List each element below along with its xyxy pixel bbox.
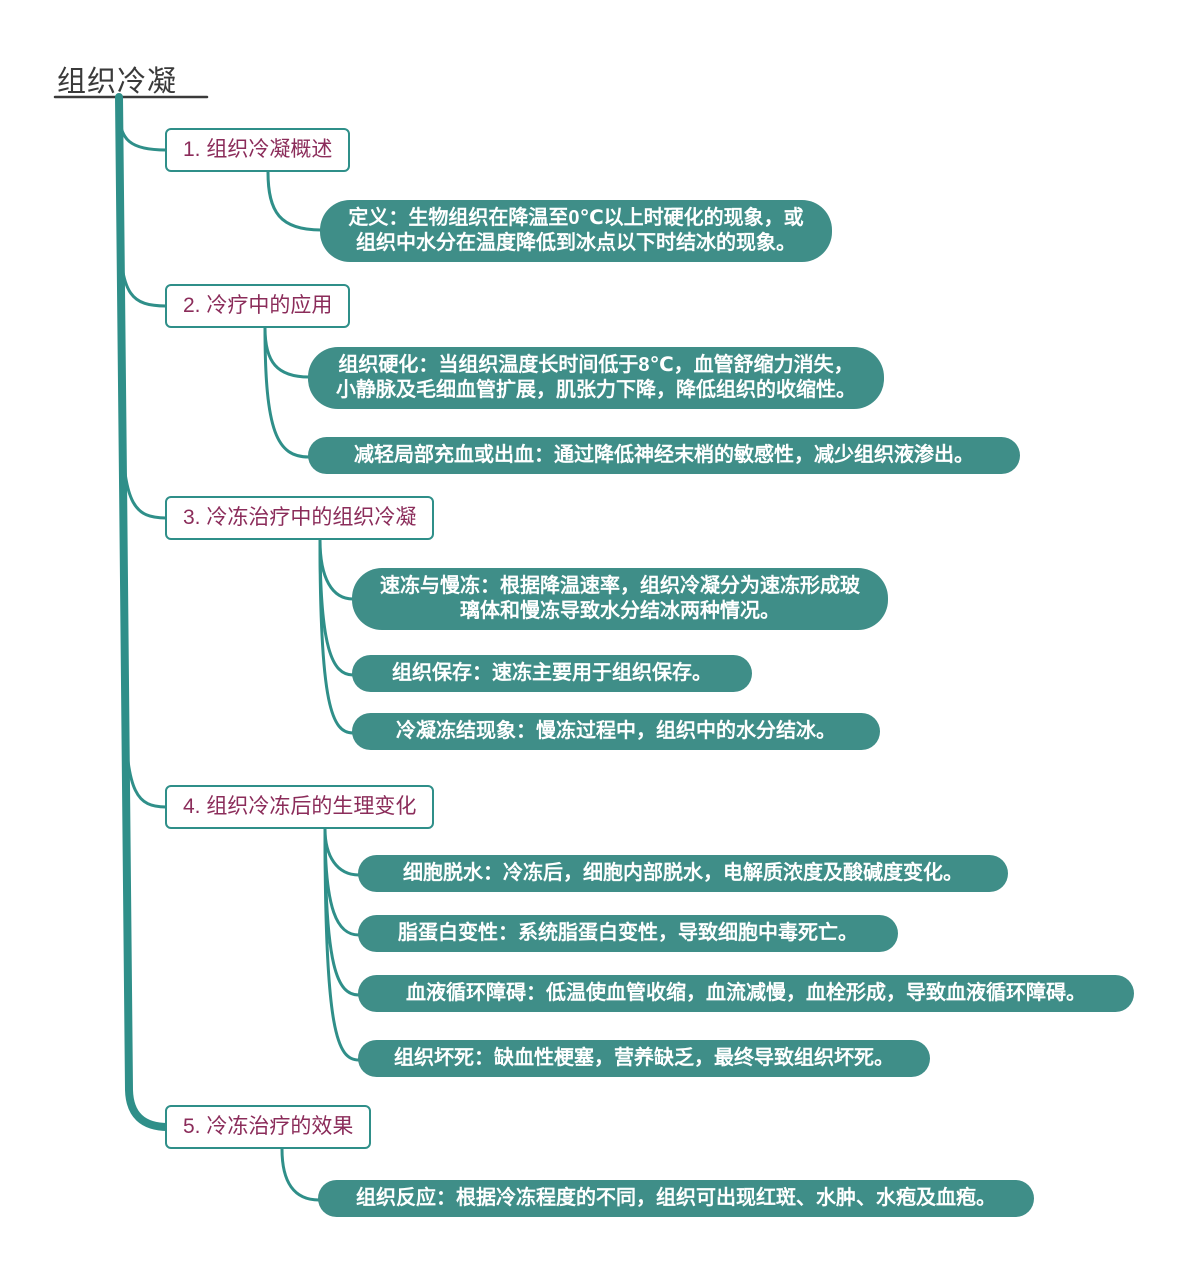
child-node-3-1[interactable]: 速冻与慢冻：根据降温速率，组织冷凝分为速冻形成玻璃体和慢冻导致水分结冰两种情况。 [352,568,888,630]
topic-node-2[interactable]: 2. 冷疗中的应用 [165,284,351,328]
topic-node-3[interactable]: 3. 冷冻治疗中的组织冷凝 [165,496,435,540]
child-node-2-1[interactable]: 组织硬化：当组织温度长时间低于8℃，血管舒缩力消失，小静脉及毛细血管扩展，肌张力… [308,347,884,409]
child-node-4-4[interactable]: 组织坏死：缺血性梗塞，营养缺乏，最终导致组织坏死。 [358,1040,930,1077]
child-node-3-2[interactable]: 组织保存：速冻主要用于组织保存。 [352,655,752,692]
root-node[interactable]: 组织冷凝 [57,66,178,98]
child-node-4-1[interactable]: 细胞脱水：冷冻后，细胞内部脱水，电解质浓度及酸碱度变化。 [358,855,1008,892]
child-node-5-1[interactable]: 组织反应：根据冷冻程度的不同，组织可出现红斑、水肿、水疱及血疱。 [318,1180,1034,1217]
topic-node-5[interactable]: 5. 冷冻治疗的效果 [165,1105,372,1149]
topic-node-1[interactable]: 1. 组织冷凝概述 [165,128,351,172]
child-node-2-2[interactable]: 减轻局部充血或出血：通过降低神经末梢的敏感性，减少组织液渗出。 [308,437,1020,474]
child-node-4-2[interactable]: 脂蛋白变性：系统脂蛋白变性，导致细胞中毒死亡。 [358,915,898,952]
topic-node-4[interactable]: 4. 组织冷冻后的生理变化 [165,785,435,829]
child-node-1-1[interactable]: 定义：生物组织在降温至0℃以上时硬化的现象，或组织中水分在温度降低到冰点以下时结… [320,200,832,262]
child-node-3-3[interactable]: 冷凝冻结现象：慢冻过程中，组织中的水分结冰。 [352,713,880,750]
child-node-4-3[interactable]: 血液循环障碍：低温使血管收缩，血流减慢，血栓形成，导致血液循环障碍。 [358,975,1134,1012]
